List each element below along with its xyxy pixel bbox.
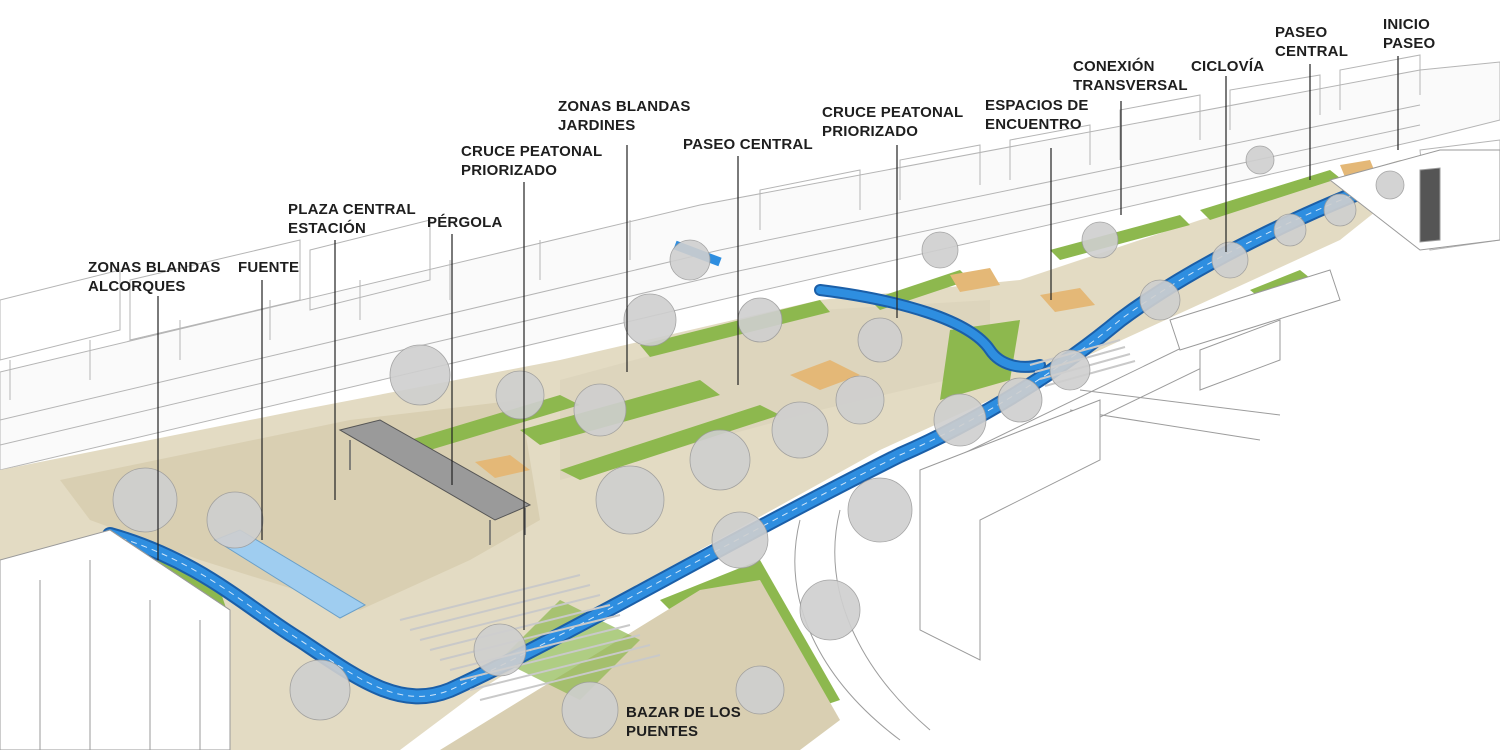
foreground-buildings bbox=[0, 149, 1500, 750]
pergola bbox=[338, 419, 532, 545]
label-cruce-peatonal-2: CRUCE PEATONAL PRIORIZADO bbox=[822, 104, 964, 140]
label-conexion-transversal: CONEXIÓN TRANSVERSAL bbox=[1073, 58, 1188, 94]
label-cruce-peatonal-1: CRUCE PEATONAL PRIORIZADO bbox=[461, 143, 603, 179]
label-espacios-de-encuentro: ESPACIOS DE ENCUENTRO bbox=[985, 97, 1089, 133]
trees bbox=[112, 145, 1405, 739]
label-zonas-blandas-jardines: ZONAS BLANDAS JARDINES bbox=[558, 98, 691, 134]
label-pergola: PÉRGOLA bbox=[427, 214, 503, 231]
label-paseo-central-2: PASEO CENTRAL bbox=[1275, 24, 1349, 60]
label-fuente: FUENTE bbox=[238, 259, 300, 276]
label-zonas-blandas-alcorques: ZONAS BLANDAS ALCORQUES bbox=[88, 259, 221, 295]
label-ciclovia: CICLOVÍA bbox=[1191, 58, 1265, 75]
leader-lines bbox=[157, 56, 1399, 630]
label-paseo-central-1: PASEO CENTRAL bbox=[683, 136, 813, 153]
label-bazar-de-los-puentes: BAZAR DE LOS PUENTES bbox=[626, 704, 741, 740]
bazar-area bbox=[440, 580, 840, 750]
label-plaza-central-estacion: PLAZA CENTRAL ESTACIÓN bbox=[288, 201, 416, 237]
label-inicio-paseo: INICIO PASEO bbox=[1383, 16, 1436, 52]
background-buildings bbox=[0, 54, 1500, 471]
